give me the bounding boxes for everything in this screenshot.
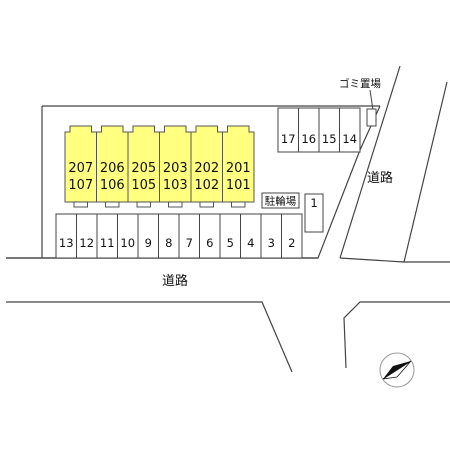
parking-slot-1-label: 1	[310, 196, 317, 210]
parking-slot-label: 3	[268, 236, 275, 250]
parking-slot-label: 11	[100, 236, 115, 250]
parking-slot-label: 10	[120, 236, 135, 250]
garbage-pointer-line	[369, 89, 374, 111]
road-edge-bottom-lower-left	[6, 301, 293, 373]
road-edge-bottom-lower-right	[343, 301, 450, 369]
parking-slot-1	[304, 193, 324, 233]
building-entrance	[168, 201, 183, 208]
unit-label-upper: 201	[226, 161, 251, 176]
parking-slot-label: 5	[227, 236, 234, 250]
parking-slot-label: 6	[206, 236, 213, 250]
unit-label-lower: 103	[163, 178, 188, 193]
unit-label-lower: 102	[194, 178, 219, 193]
unit-label-upper: 203	[163, 161, 188, 176]
road-edge-right-outer	[339, 65, 401, 259]
unit-label-lower: 107	[68, 178, 93, 193]
building-entrance	[136, 201, 151, 208]
road-label-right: 道路	[367, 170, 393, 186]
parking-slot-label: 2	[288, 236, 295, 250]
parking-slot-label: 4	[247, 236, 254, 250]
unit-label-upper: 207	[68, 161, 93, 176]
parking-slot-label: 14	[342, 132, 357, 146]
parking-row-top: 17 16 15 14	[277, 107, 361, 153]
unit-label-upper: 202	[194, 161, 219, 176]
parking-slot-14	[339, 107, 361, 153]
road-label-bottom: 道路	[162, 273, 188, 289]
bicycle-parking-box	[261, 192, 300, 209]
parking-slot-label: 17	[281, 132, 296, 146]
garbage-area-box	[366, 108, 377, 127]
building-entrance	[105, 201, 120, 208]
parking-slot-label: 8	[165, 236, 172, 250]
north-arrow-icon	[379, 352, 415, 388]
unit-label-lower: 105	[131, 178, 156, 193]
parking-slot-label: 16	[301, 132, 316, 146]
parking-slot-label: 15	[322, 132, 337, 146]
building-entrance	[199, 201, 214, 208]
unit-label-upper: 205	[131, 161, 156, 176]
unit-label-lower: 101	[226, 178, 251, 193]
building-entrance	[73, 201, 88, 208]
parking-slot-label: 13	[59, 236, 74, 250]
unit-label-upper: 206	[100, 161, 125, 176]
parking-slot-label: 7	[186, 236, 193, 250]
unit-label-lower: 106	[100, 178, 125, 193]
parking-slot-2	[281, 213, 303, 259]
bicycle-parking-label: 駐輪場	[265, 195, 297, 208]
garbage-area-label: ゴミ置場	[339, 77, 381, 90]
parking-slot-label: 12	[79, 236, 94, 250]
building-entrance	[231, 201, 246, 208]
parking-slot-label: 9	[145, 236, 152, 250]
road-edge-bottom-upper	[6, 257, 405, 263]
